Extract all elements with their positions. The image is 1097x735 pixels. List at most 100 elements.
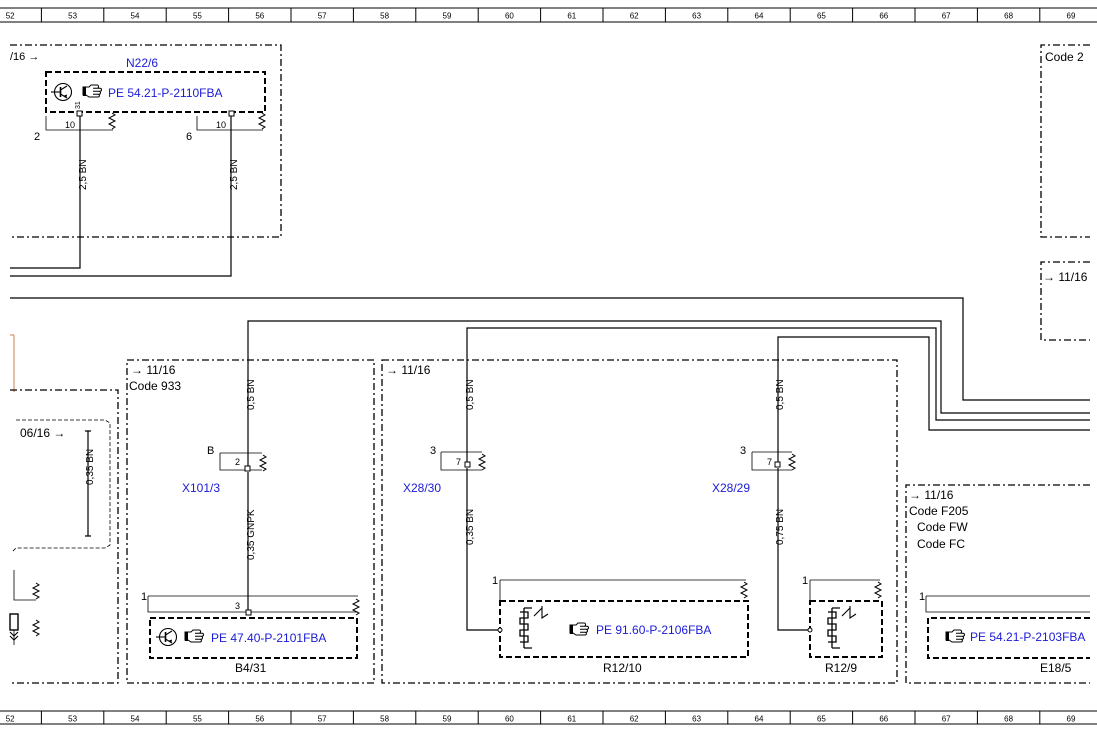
code-label-e18-3: Code FC <box>917 537 965 551</box>
ruler-number: 59 <box>443 715 452 724</box>
ruler-number: 68 <box>1004 12 1013 21</box>
doc-ref-n22[interactable]: PE 54.21-P-2110FBA <box>108 86 223 100</box>
pin-label-b4-1: 1 <box>141 591 147 603</box>
component-label-r12-10: R12/10 <box>603 661 642 675</box>
ruler-number: 53 <box>68 715 77 724</box>
hand-pointer-icon[interactable] <box>945 629 965 643</box>
ruler-number: 64 <box>755 715 764 724</box>
ruler-number: 55 <box>193 715 202 724</box>
ruler-number: 65 <box>817 12 826 21</box>
doc-ref-b4[interactable]: PE 47.40-P-2101FBA <box>211 631 326 645</box>
ruler-number: 54 <box>131 12 140 21</box>
conn-pin-letter-b4: B <box>207 445 214 457</box>
ruler-number: 62 <box>630 715 639 724</box>
connector-label-x101-3[interactable]: X101/3 <box>182 481 220 495</box>
hand-pointer-icon[interactable] <box>569 622 589 636</box>
bus-wire-2 <box>247 320 1090 414</box>
wire-label-b4-top: 0,5 BN <box>246 379 257 410</box>
wire-n22-right <box>10 116 232 277</box>
wire-label-r12-left-top: 0,5 BN <box>465 379 476 410</box>
ruler-number: 66 <box>879 715 888 724</box>
bus-wire-4 <box>777 336 1090 431</box>
wire-label-b4-bottom: 0,35 GNPK <box>246 509 257 560</box>
pin-label-r12-9: 1 <box>802 575 808 587</box>
module-e18-5: → 11/16 Code F205 Code FW Code FC 1 PE 5… <box>905 484 1090 684</box>
ruler-number: 66 <box>879 12 888 21</box>
sheet-ref-b4: → 11/16 <box>131 363 176 377</box>
ruler-number: 67 <box>942 12 951 21</box>
ruler-number: 63 <box>692 715 701 724</box>
ruler-number: 61 <box>567 715 576 724</box>
sheet-ref-top-right: → 11/16 <box>1043 270 1088 284</box>
sheet-ref-e18: → 11/16 <box>909 488 954 502</box>
sheet-ref-left: 06/16 → <box>20 426 65 440</box>
component-label-r12-9: R12/9 <box>825 661 857 675</box>
ruler-number: 63 <box>692 12 701 21</box>
pin-label-r12-10: 1 <box>492 575 498 587</box>
ruler-number: 65 <box>817 715 826 724</box>
pin-tiny-n22: 31 <box>75 101 82 109</box>
heater-element-icon <box>519 606 549 649</box>
pin-label-n22-left: 2 <box>34 131 40 143</box>
sheet-ref-r12: → 11/16 <box>386 363 431 377</box>
component-label-e18-5: E18/5 <box>1040 661 1072 675</box>
connector-label-x28-29[interactable]: X28/29 <box>712 481 750 495</box>
ruler-number: 67 <box>942 715 951 724</box>
ruler-number: 64 <box>755 12 764 21</box>
module-b4-31: → 11/16 Code 933 0,5 BN B 2 X101/3 0,35 … <box>126 359 375 684</box>
component-label-n22: N22/6 <box>126 56 158 70</box>
ruler-number: 68 <box>1004 715 1013 724</box>
ruler-number: 61 <box>567 12 576 21</box>
code-label-b4: Code 933 <box>129 379 181 393</box>
component-label-b4-31: B4/31 <box>235 661 267 675</box>
conn-pin-b4: 2 <box>235 457 240 467</box>
pin-label-e18: 1 <box>919 591 925 603</box>
pin-label-n22-right: 6 <box>186 131 192 143</box>
sheet-ref-n22: /16 → <box>10 51 39 63</box>
wire-n22-left <box>10 116 81 269</box>
bus-wire-3 <box>466 327 1090 421</box>
code-label-top-right: Code 2 <box>1045 50 1084 64</box>
wire-label-n22-right: 2,5 BN <box>229 159 240 190</box>
conn-pin-r12-left: 3 <box>430 445 436 457</box>
pin-sub-n22-left: 10 <box>65 120 75 130</box>
hand-pointer-icon[interactable] <box>82 84 102 98</box>
ruler-number: 54 <box>131 715 140 724</box>
doc-ref-r12[interactable]: PE 91.60-P-2106FBA <box>596 623 711 637</box>
transistor-icon <box>50 82 73 102</box>
heater-element-icon <box>827 606 857 649</box>
ruler-number: 56 <box>255 715 264 724</box>
connector-label-x28-30[interactable]: X28/30 <box>403 481 441 495</box>
module-left: 06/16 → 0,35 BN <box>9 334 119 684</box>
pin-sub-n22-right: 10 <box>216 120 226 130</box>
ruler-number: 69 <box>1067 12 1076 21</box>
wire-label-r12-left-bottom: 0,35 BN <box>465 509 476 545</box>
transistor-icon <box>155 627 178 647</box>
ground-symbol-icon <box>9 631 19 641</box>
ruler-number: 56 <box>255 12 264 21</box>
wire-label-n22-left: 2,5 BN <box>78 159 89 190</box>
wire-label-r12-right-top: 0,5 BN <box>775 379 786 410</box>
doc-ref-e18[interactable]: PE 54.21-P-2103FBA <box>970 630 1085 644</box>
ruler-number: 59 <box>443 12 452 21</box>
ruler-number: 52 <box>6 715 15 724</box>
ruler-number: 62 <box>630 12 639 21</box>
module-n22-6: /16 → N22/6 PE 54.21-P-2110FBA 31 2 10 6… <box>10 44 282 238</box>
wire-label-r12-right-bottom: 0,75 BN <box>775 509 786 545</box>
conn-sub-r12-left: 7 <box>456 457 461 467</box>
ruler-number: 57 <box>318 12 327 21</box>
wire-label-left: 0,35 BN <box>85 449 96 485</box>
ruler-number: 69 <box>1067 715 1076 724</box>
code-label-e18-1: Code F205 <box>909 504 969 518</box>
ruler-number: 53 <box>68 12 77 21</box>
module-top-right: Code 2 → 11/16 <box>1040 44 1090 341</box>
ruler-number: 55 <box>193 12 202 21</box>
ruler-number: 52 <box>6 12 15 21</box>
hand-pointer-icon[interactable] <box>184 629 204 643</box>
ruler-number: 58 <box>380 715 389 724</box>
conn-pin-r12-right: 3 <box>740 445 746 457</box>
ruler-number: 60 <box>505 12 514 21</box>
module-r12: → 11/16 0,5 BN 3 7 X28/30 0,35 BN 0,5 BN… <box>381 359 898 684</box>
